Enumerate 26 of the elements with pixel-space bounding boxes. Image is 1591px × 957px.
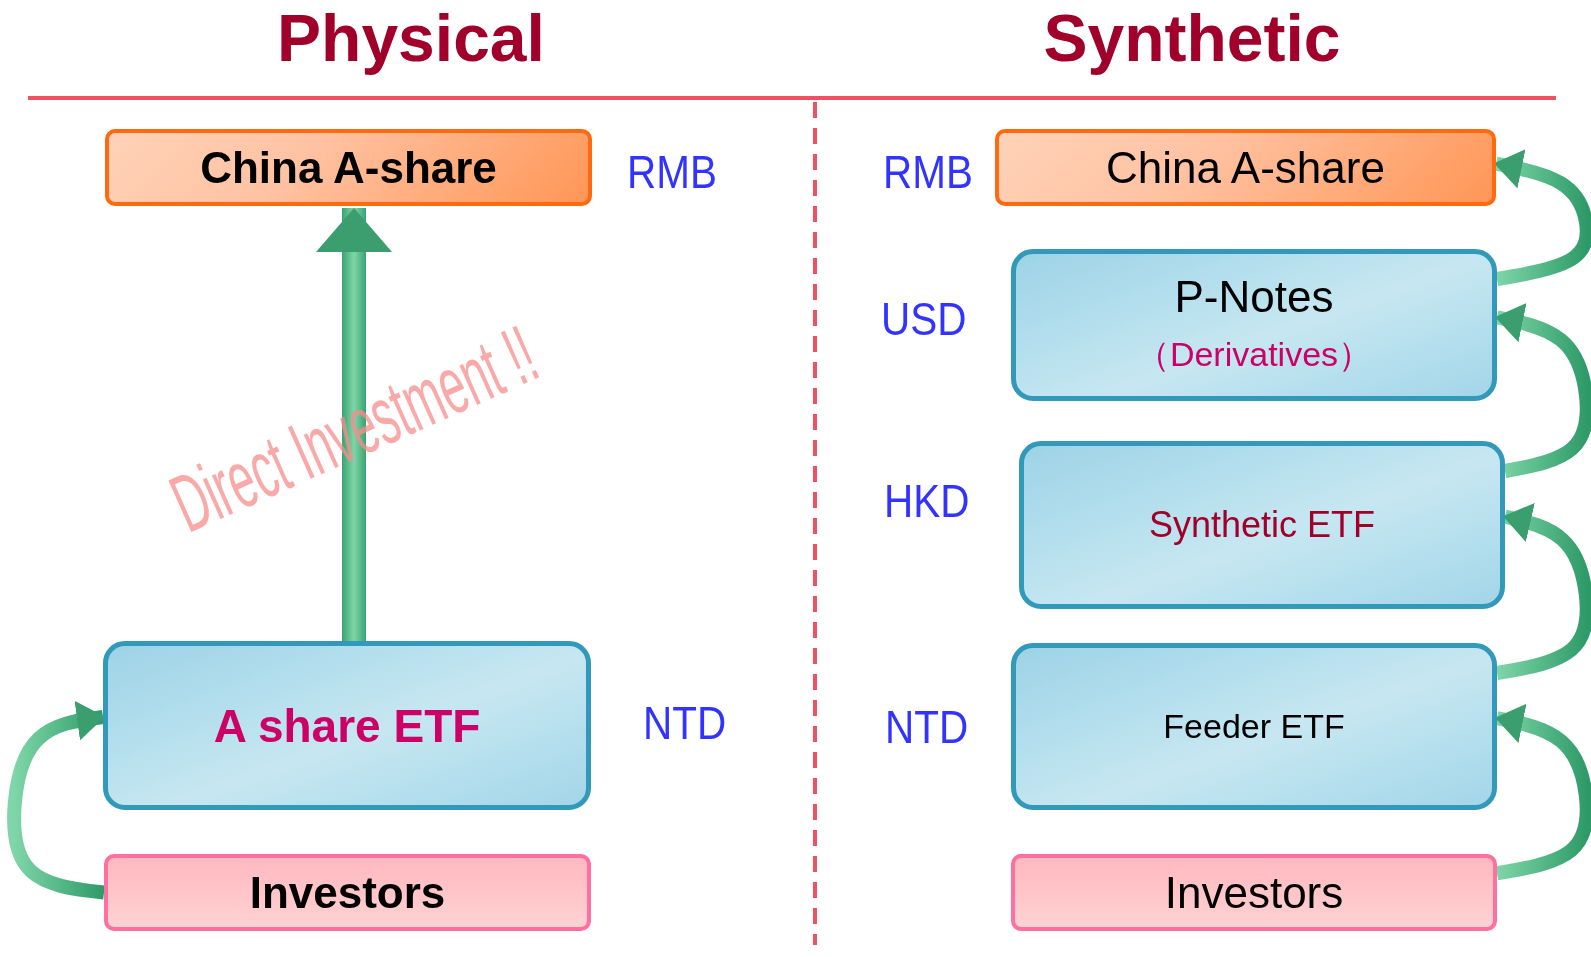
curved-arrow	[1494, 149, 1591, 286]
box-title: Feeder ETF	[1163, 707, 1345, 746]
curved-arrow	[1495, 303, 1591, 478]
box-title: Investors	[1164, 867, 1344, 918]
currency-label: NTD	[885, 700, 969, 754]
box-title: A share ETF	[213, 698, 481, 753]
currency-label: HKD	[884, 474, 970, 528]
box-title: Investors	[249, 867, 446, 918]
thick-arrow	[316, 208, 392, 641]
currency-label: USD	[881, 292, 967, 346]
investors-box	[1011, 854, 1497, 931]
currency-label: RMB	[627, 145, 717, 199]
box-title: P-Notes	[1174, 272, 1334, 322]
column-heading: Physical	[277, 0, 545, 76]
box-title: China A-share	[1106, 142, 1385, 193]
box-title: China A-share	[200, 142, 497, 193]
investors-box	[104, 854, 591, 931]
currency-label: NTD	[643, 696, 727, 750]
currency-label: RMB	[883, 145, 973, 199]
box-subtitle: （Derivatives）	[1135, 334, 1373, 375]
curved-arrow	[7, 700, 105, 900]
curved-arrow	[1495, 703, 1591, 881]
curved-arrow	[1495, 502, 1591, 680]
column-heading: Synthetic	[1043, 0, 1341, 76]
edge-label: Direct Investment !!	[157, 306, 551, 551]
box-title: Synthetic ETF	[1148, 504, 1376, 546]
